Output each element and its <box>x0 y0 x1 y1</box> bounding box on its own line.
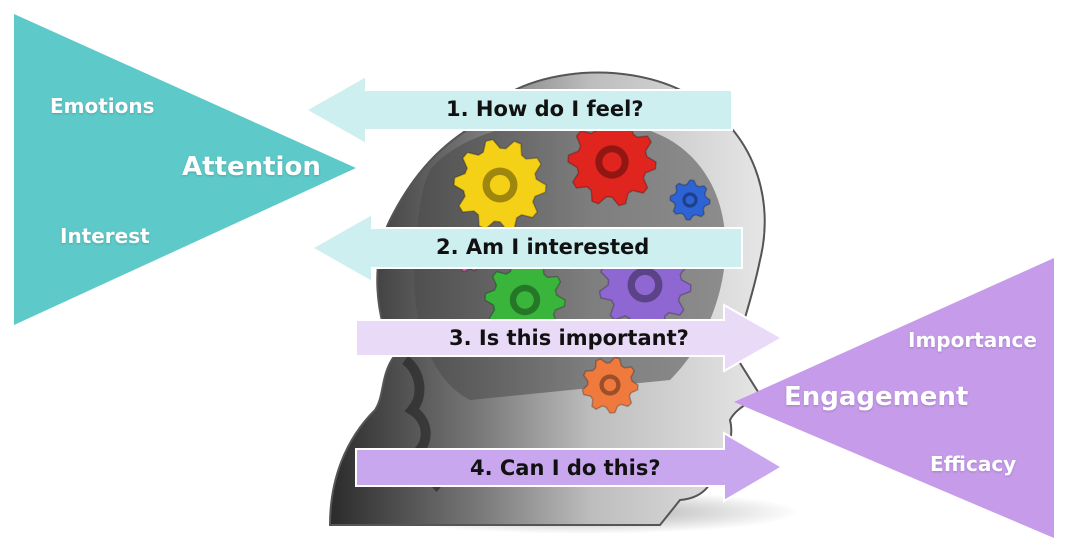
yellow-gear-icon <box>453 138 547 232</box>
question-arrow-3 <box>355 303 785 373</box>
attention-triangle <box>14 14 356 325</box>
emotions-label: Emotions <box>50 94 155 118</box>
interest-label: Interest <box>60 224 150 248</box>
question-4-text: 4. Can I do this? <box>470 456 661 480</box>
blue-gear-icon <box>669 179 711 221</box>
question-3-text: 3. Is this important? <box>449 326 689 350</box>
attention-title: Attention <box>182 152 321 182</box>
engagement-triangle <box>734 258 1054 538</box>
engagement-title: Engagement <box>784 382 969 412</box>
question-2-text: 2. Am I interested <box>436 235 650 259</box>
efficacy-label: Efficacy <box>930 452 1017 476</box>
question-arrow-1 <box>303 74 733 146</box>
question-arrow-2 <box>309 212 743 284</box>
question-arrow-4 <box>355 431 784 503</box>
importance-label: Importance <box>908 328 1037 352</box>
red-gear-icon <box>567 117 657 207</box>
question-1-text: 1. How do I feel? <box>446 97 644 121</box>
orange-gear-icon <box>581 356 639 414</box>
